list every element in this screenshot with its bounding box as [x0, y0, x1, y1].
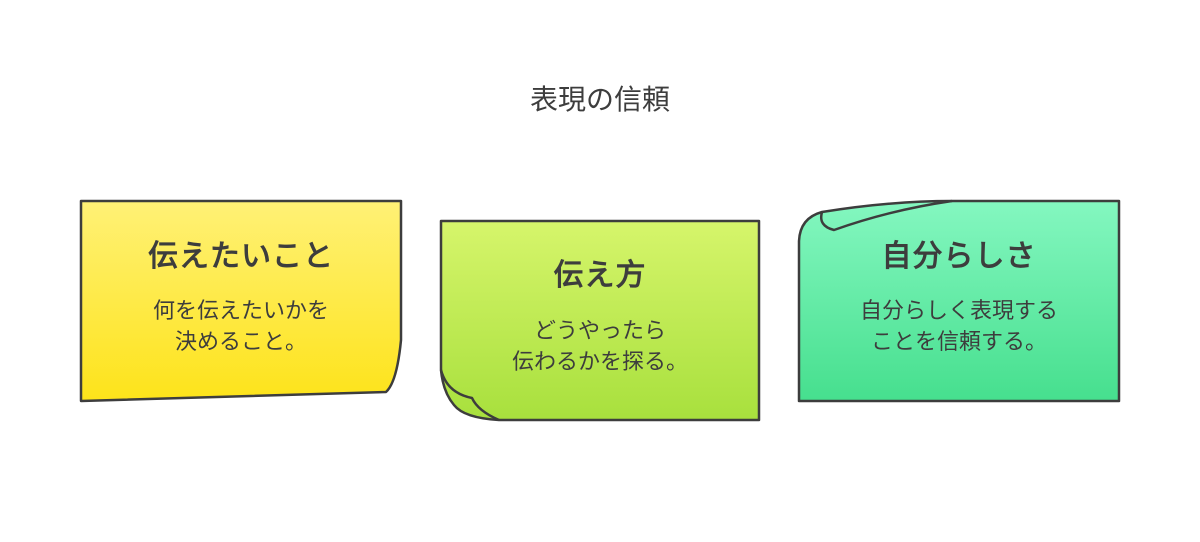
note-body-line: 自分らしく表現する: [859, 299, 1058, 324]
note-body-line: どうやったら: [533, 319, 666, 344]
note-heading: 伝えたいこと: [148, 239, 334, 274]
note-body-line: 伝わるかを探る。: [511, 350, 688, 375]
note-heading: 伝え方: [553, 258, 647, 293]
note-curl-lime: [439, 369, 500, 422]
note-self: 自分らしさ 自分らしく表現する ことを信頼する。: [799, 237, 1119, 358]
note-body: どうやったら 伝わるかを探る。: [441, 316, 759, 378]
note-method: 伝え方 どうやったら 伝わるかを探る。: [441, 256, 759, 378]
note-shape-yellow: [79, 199, 403, 403]
page-title: 表現の信頼: [529, 83, 670, 116]
note-body-line: 決めること。: [174, 330, 307, 355]
note-heading: 自分らしさ: [881, 239, 1037, 274]
note-curl-green: [820, 199, 953, 232]
note-body-line: ことを信頼する。: [870, 330, 1047, 355]
note-body: 何を伝えたいかを 決めること。: [81, 296, 401, 358]
note-body: 自分らしく表現する ことを信頼する。: [799, 296, 1119, 358]
note-wish: 伝えたいこと 何を伝えたいかを 決めること。: [81, 237, 401, 358]
note-body-line: 何を伝えたいかを: [152, 299, 329, 324]
